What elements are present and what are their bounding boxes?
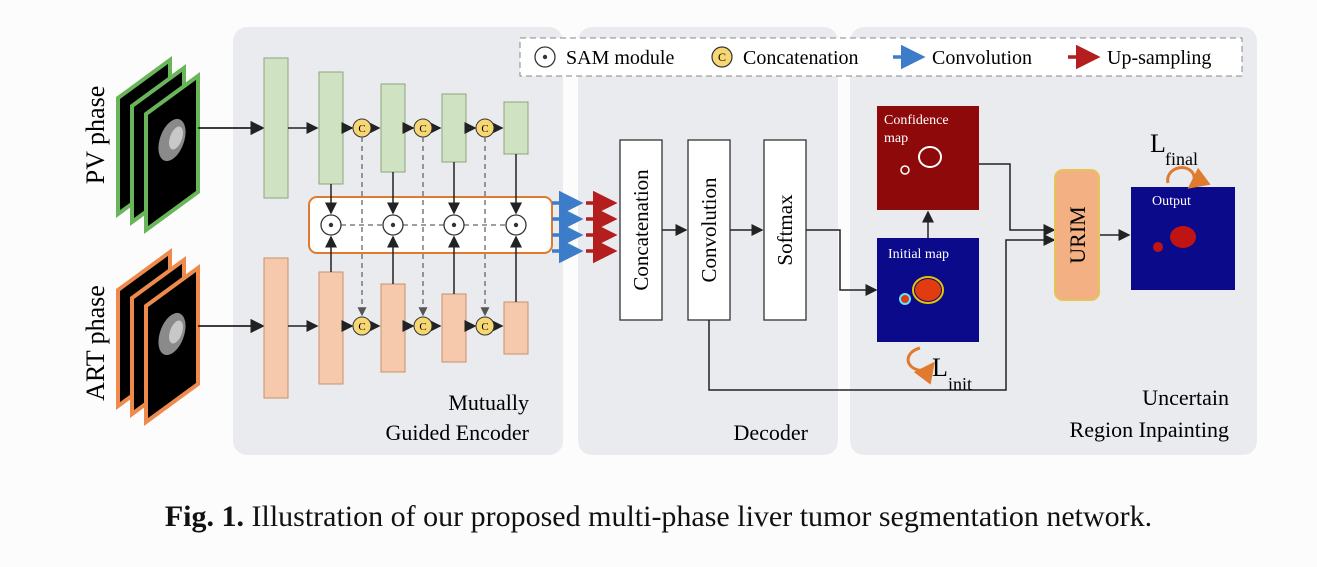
concatenation-block <box>619 139 663 321</box>
urim-block <box>1054 169 1100 301</box>
svg-text:Output: Output <box>1152 194 1191 209</box>
inpaint-title-2: Region Inpainting <box>1070 417 1229 442</box>
inpaint-title-1: Uncertain <box>1142 385 1229 410</box>
final-loss: L final <box>1150 129 1211 189</box>
art-phase-label: ART phase <box>81 285 110 401</box>
svg-text:C: C <box>718 50 726 64</box>
initial-map: Initial map <box>877 238 979 342</box>
sam-nodes <box>320 214 527 236</box>
legend-concat-label: Concatenation <box>743 47 859 69</box>
svg-text:C: C <box>358 123 365 135</box>
legend-upsample-label: Up-sampling <box>1107 47 1211 69</box>
svg-text:init: init <box>948 374 972 394</box>
svg-text:map: map <box>884 131 908 146</box>
figure-label: Fig. 1. <box>164 500 244 533</box>
decoder-title: Decoder <box>733 420 808 445</box>
svg-text:C: C <box>481 123 488 135</box>
svg-text:L: L <box>932 353 948 382</box>
svg-text:Concatenation: Concatenation <box>629 169 653 291</box>
svg-text:Initial map: Initial map <box>888 247 949 262</box>
feature-transfer-arrows <box>552 190 618 264</box>
pv-phase-label: PV phase <box>81 86 110 184</box>
svg-text:L: L <box>1150 129 1166 158</box>
legend: SAM module C Concatenation Convolution U… <box>519 37 1243 77</box>
art-encoder-blocks <box>263 257 529 399</box>
svg-text:URIM: URIM <box>1065 206 1090 263</box>
pv-ct-stack <box>116 56 200 234</box>
encoder-title-1: Mutually <box>448 390 529 415</box>
svg-text:Softmax: Softmax <box>773 194 797 266</box>
svg-text:C: C <box>419 321 426 333</box>
softmax-block <box>763 139 807 321</box>
encoder-title-2: Guided Encoder <box>385 420 529 445</box>
svg-text:final: final <box>1165 149 1198 169</box>
svg-text:Convolution: Convolution <box>697 177 721 283</box>
legend-sam-label: SAM module <box>566 47 674 69</box>
figure-caption: Fig. 1. Illustration of our proposed mul… <box>0 500 1317 534</box>
svg-text:C: C <box>419 123 426 135</box>
legend-conv-label: Convolution <box>932 47 1032 69</box>
svg-text:C: C <box>358 321 365 333</box>
art-ct-stack <box>116 248 200 426</box>
confidence-map: Confidence map <box>877 106 979 210</box>
output-map: Output <box>1131 187 1235 290</box>
svg-text:C: C <box>481 321 488 333</box>
init-loss: L init <box>906 346 972 394</box>
figure-caption-text: Illustration of our proposed multi-phase… <box>244 500 1153 533</box>
svg-text:Confidence: Confidence <box>884 113 949 128</box>
concat-nodes: C C C C C C <box>352 118 495 336</box>
